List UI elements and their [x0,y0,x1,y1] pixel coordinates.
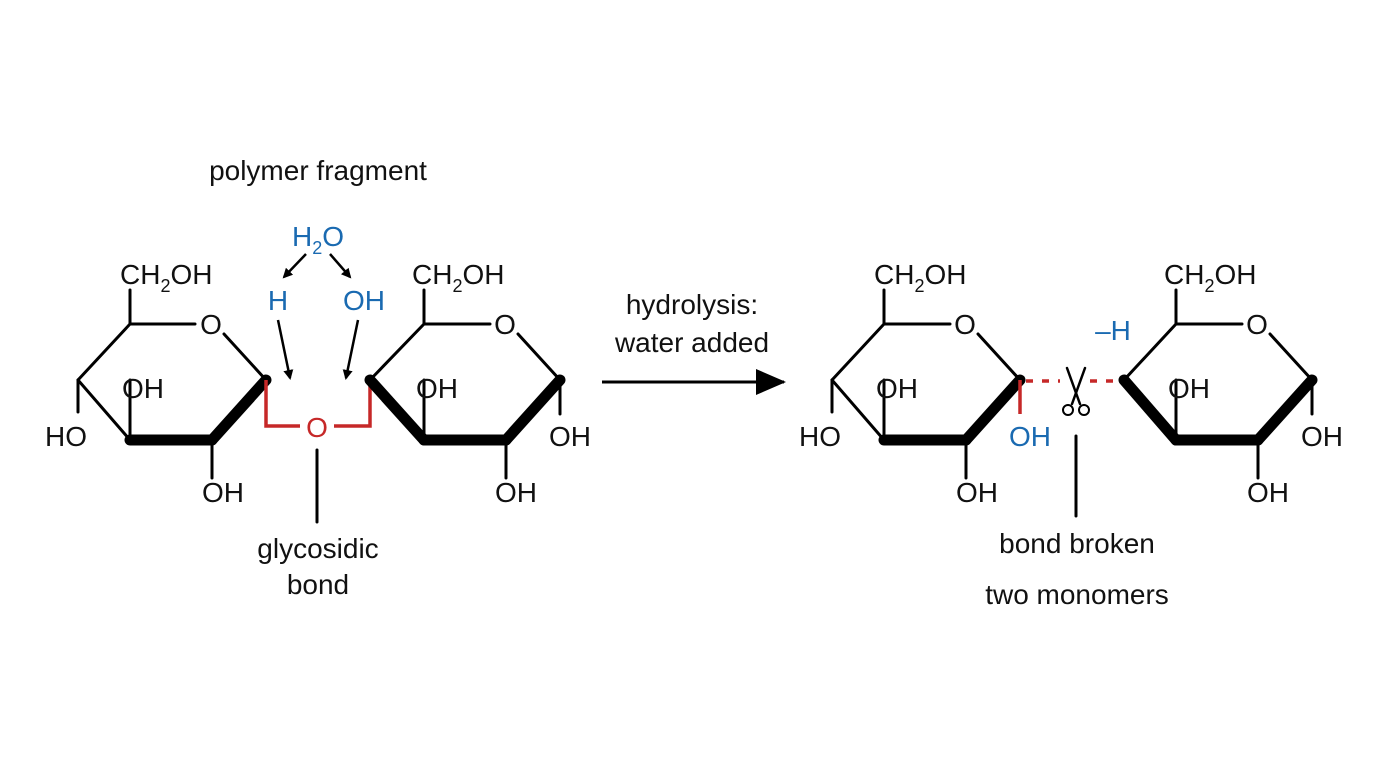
two-monomers-label: two monomers [985,579,1169,610]
c2-oh-label: OH [495,477,537,508]
ring-oxygen-label: O [494,309,516,340]
c2-oh-label: OH [1247,477,1289,508]
reaction-label-line2: water added [614,327,769,358]
water-to-h-arrow [282,253,307,279]
c1-oh-label: OH [549,421,591,452]
c1-oh-label: OH [1301,421,1343,452]
ch2oh-label: CH2OH [412,259,504,296]
c3-oh-label: OH [876,373,918,404]
right-glucose-ring-2: CH2OH O OH OH OH [1118,259,1343,508]
glycosidic-label-line2: bond [287,569,349,600]
ch2oh-label: CH2OH [1164,259,1256,296]
bridge-oxygen-label: O [306,412,328,443]
c4-ho-label: HO [45,421,87,452]
left-glucose-ring-1: CH2OH O OH HO OH [45,259,272,508]
right-glucose-ring-1: CH2OH O OH HO OH [799,259,1026,508]
ring-oxygen-label: O [954,309,976,340]
ring-oxygen-label: O [200,309,222,340]
c3-oh-label: OH [1168,373,1210,404]
glycosidic-bond: O [264,380,372,443]
c2-oh-label: OH [956,477,998,508]
water-to-oh-arrow [329,253,352,279]
added-oh-label: OH [1009,421,1051,452]
c2-oh-label: OH [202,477,244,508]
hydroxyl-label: OH [343,285,385,316]
ring-oxygen-label: O [1246,309,1268,340]
glycosidic-label-line1: glycosidic [257,533,378,564]
hydrogen-label: H [268,285,288,316]
polymer-fragment-title: polymer fragment [209,155,427,186]
ch2oh-label: CH2OH [120,259,212,296]
oh-to-bond-arrow [342,319,360,380]
c3-oh-label: OH [416,373,458,404]
ch2oh-label: CH2OH [874,259,966,296]
left-glucose-ring-2: CH2OH O OH OH OH [364,259,591,508]
removed-h-label: –H [1095,315,1131,346]
water-label: H2O [292,221,344,258]
c3-oh-label: OH [122,373,164,404]
reaction-label-line1: hydrolysis: [626,289,758,320]
c4-ho-label: HO [799,421,841,452]
h-to-bond-arrow [276,319,294,380]
bond-broken-label: bond broken [999,528,1155,559]
scissors-icon [1062,366,1090,416]
